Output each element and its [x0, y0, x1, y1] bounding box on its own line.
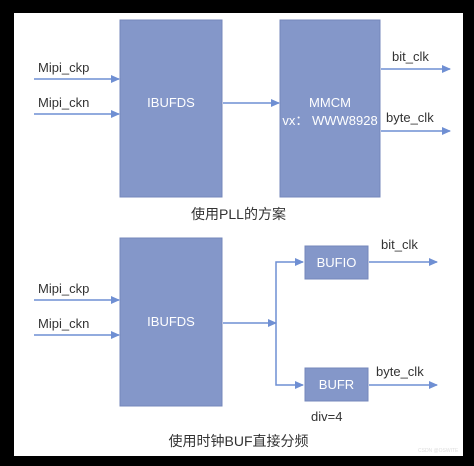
ibufds-block-bottom [119, 237, 223, 407]
mmcm-label: MMCM [309, 95, 351, 110]
bit-clk-label-top: bit_clk [392, 49, 429, 64]
caption-bottom: 使用时钟BUF直接分频 [168, 433, 309, 449]
bufio-label: BUFIO [316, 255, 357, 270]
split-to-bufio-connector [275, 258, 304, 323]
mmcm-note: vx： WWW8928 [282, 113, 378, 128]
watermark: CSDN @OSWITE [418, 448, 459, 454]
bufio-block [304, 245, 369, 280]
bufr-label: BUFR [318, 377, 355, 392]
bufr-div-note: div=4 [311, 409, 343, 424]
bit-clk-label-bottom: bit_clk [381, 237, 418, 252]
mipi-ckp-label-top: Mipi_ckp [38, 60, 90, 75]
bufr-block [304, 367, 369, 402]
byte-clk-label-bottom: byte_clk [376, 364, 424, 379]
split-to-bufr-connector [275, 323, 304, 389]
byte-clk-label-top: byte_clk [386, 110, 434, 125]
diagram-graphics [34, 19, 451, 407]
caption-top: 使用PLL的方案 [191, 206, 286, 222]
ibufds-label-top: IBUFDS [147, 95, 195, 110]
mipi-ckp-label-bottom: Mipi_ckp [38, 281, 90, 296]
ibufds-label-bottom: IBUFDS [147, 314, 195, 329]
diagram-canvas: Mipi_ckp Mipi_ckn IBUFDS MMCM vx： WWW892… [14, 13, 463, 456]
mipi-ckn-label-top: Mipi_ckn [38, 95, 90, 110]
ibufds-block-top [119, 19, 223, 198]
mipi-ckn-label-bottom: Mipi_ckn [38, 316, 90, 331]
mmcm-block [279, 19, 381, 198]
